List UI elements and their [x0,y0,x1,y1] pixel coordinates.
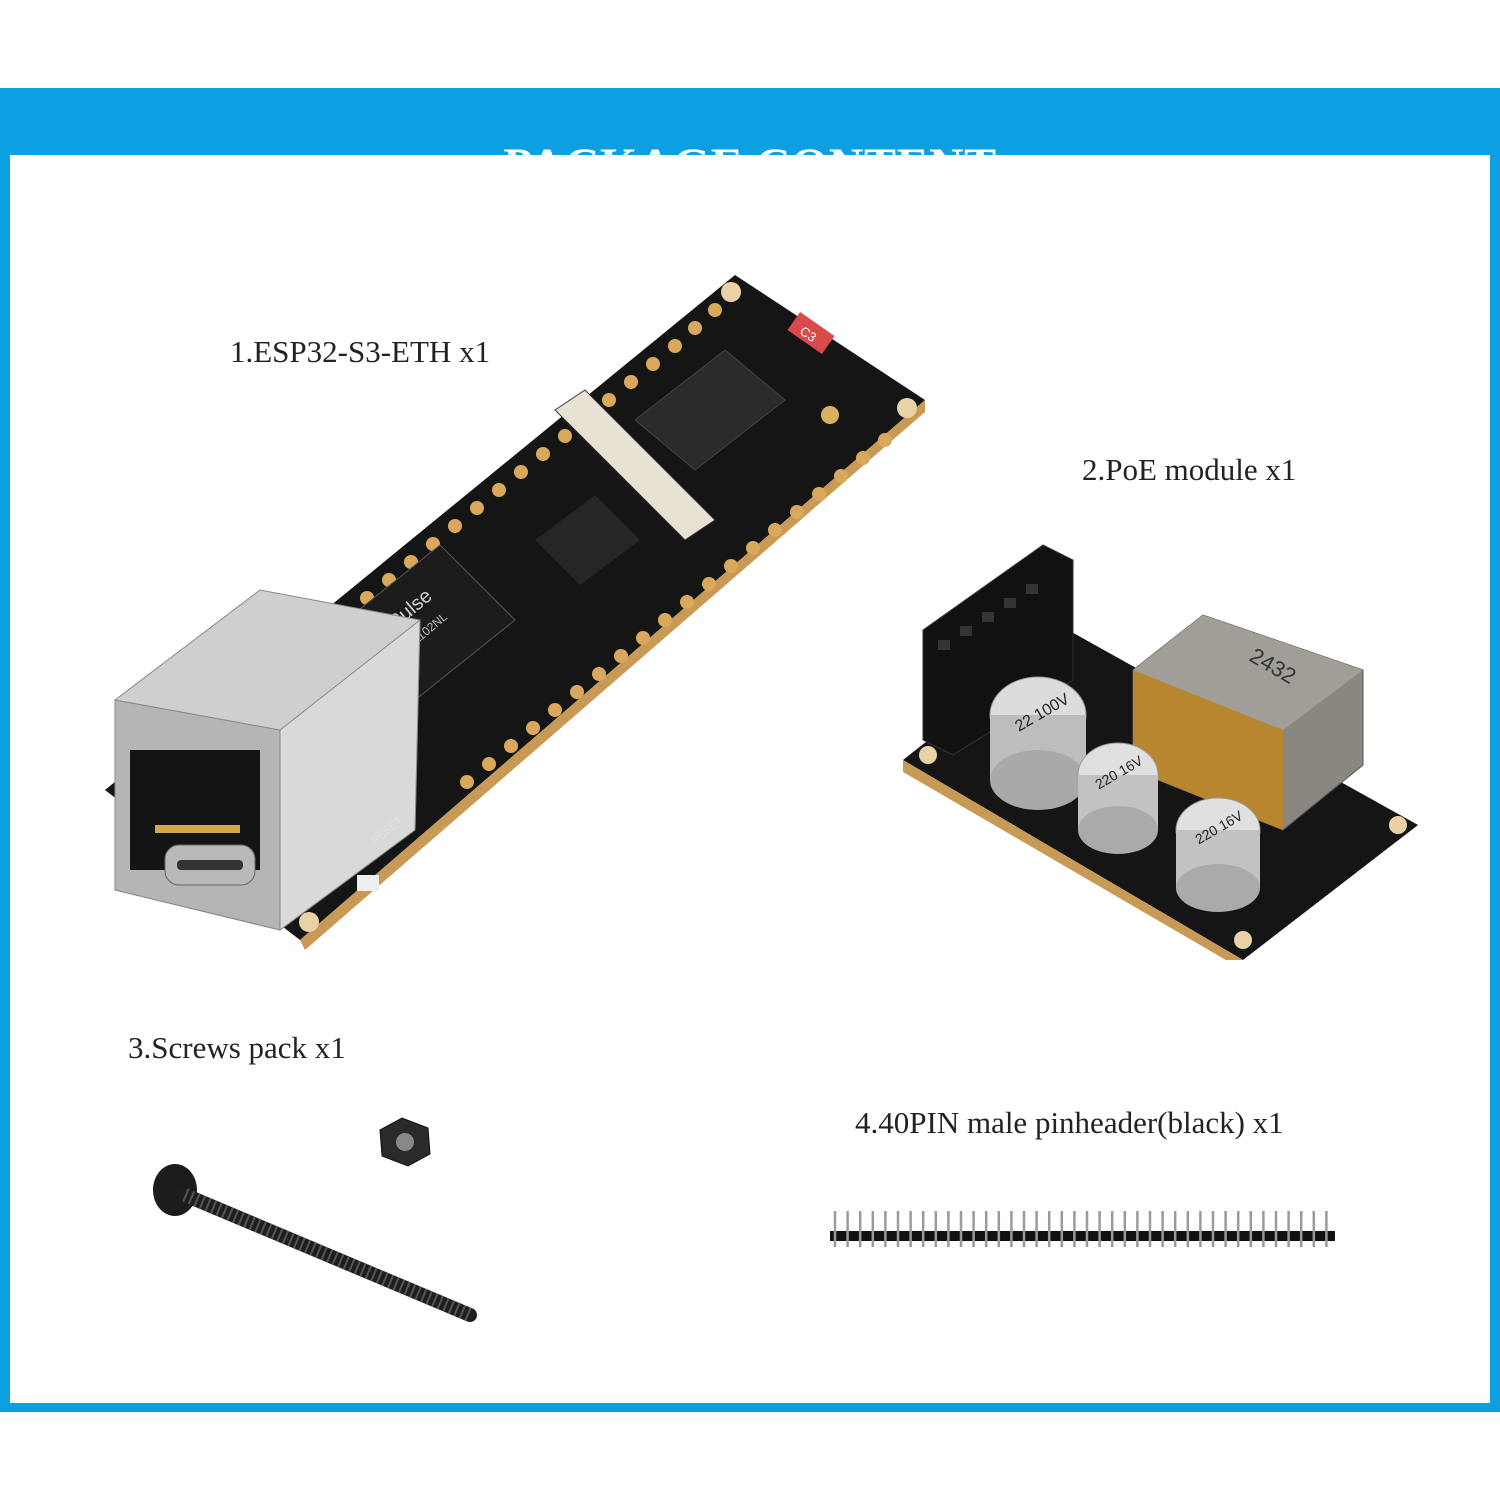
capacitors: 22 100V 220 16V 220 16V [989,676,1261,912]
item-label-esp32: 1.ESP32-S3-ETH x1 [230,334,491,369]
item-label-pinheader: 4.40PIN male pinheader(black) x1 [855,1105,1284,1140]
esp32-board-image: Pulse H1102NL C3 RESET [105,275,925,950]
poe-module-image: 2432 22 100V 220 16V 220 16V [903,544,1418,960]
pin-header-image [830,1211,1335,1247]
item-label-poe: 2.PoE module x1 [1082,452,1297,487]
screw-nut-image [153,1117,477,1322]
item-label-screws: 3.Screws pack x1 [128,1030,346,1065]
page-title: PACKAGE CONTENT [503,139,997,192]
